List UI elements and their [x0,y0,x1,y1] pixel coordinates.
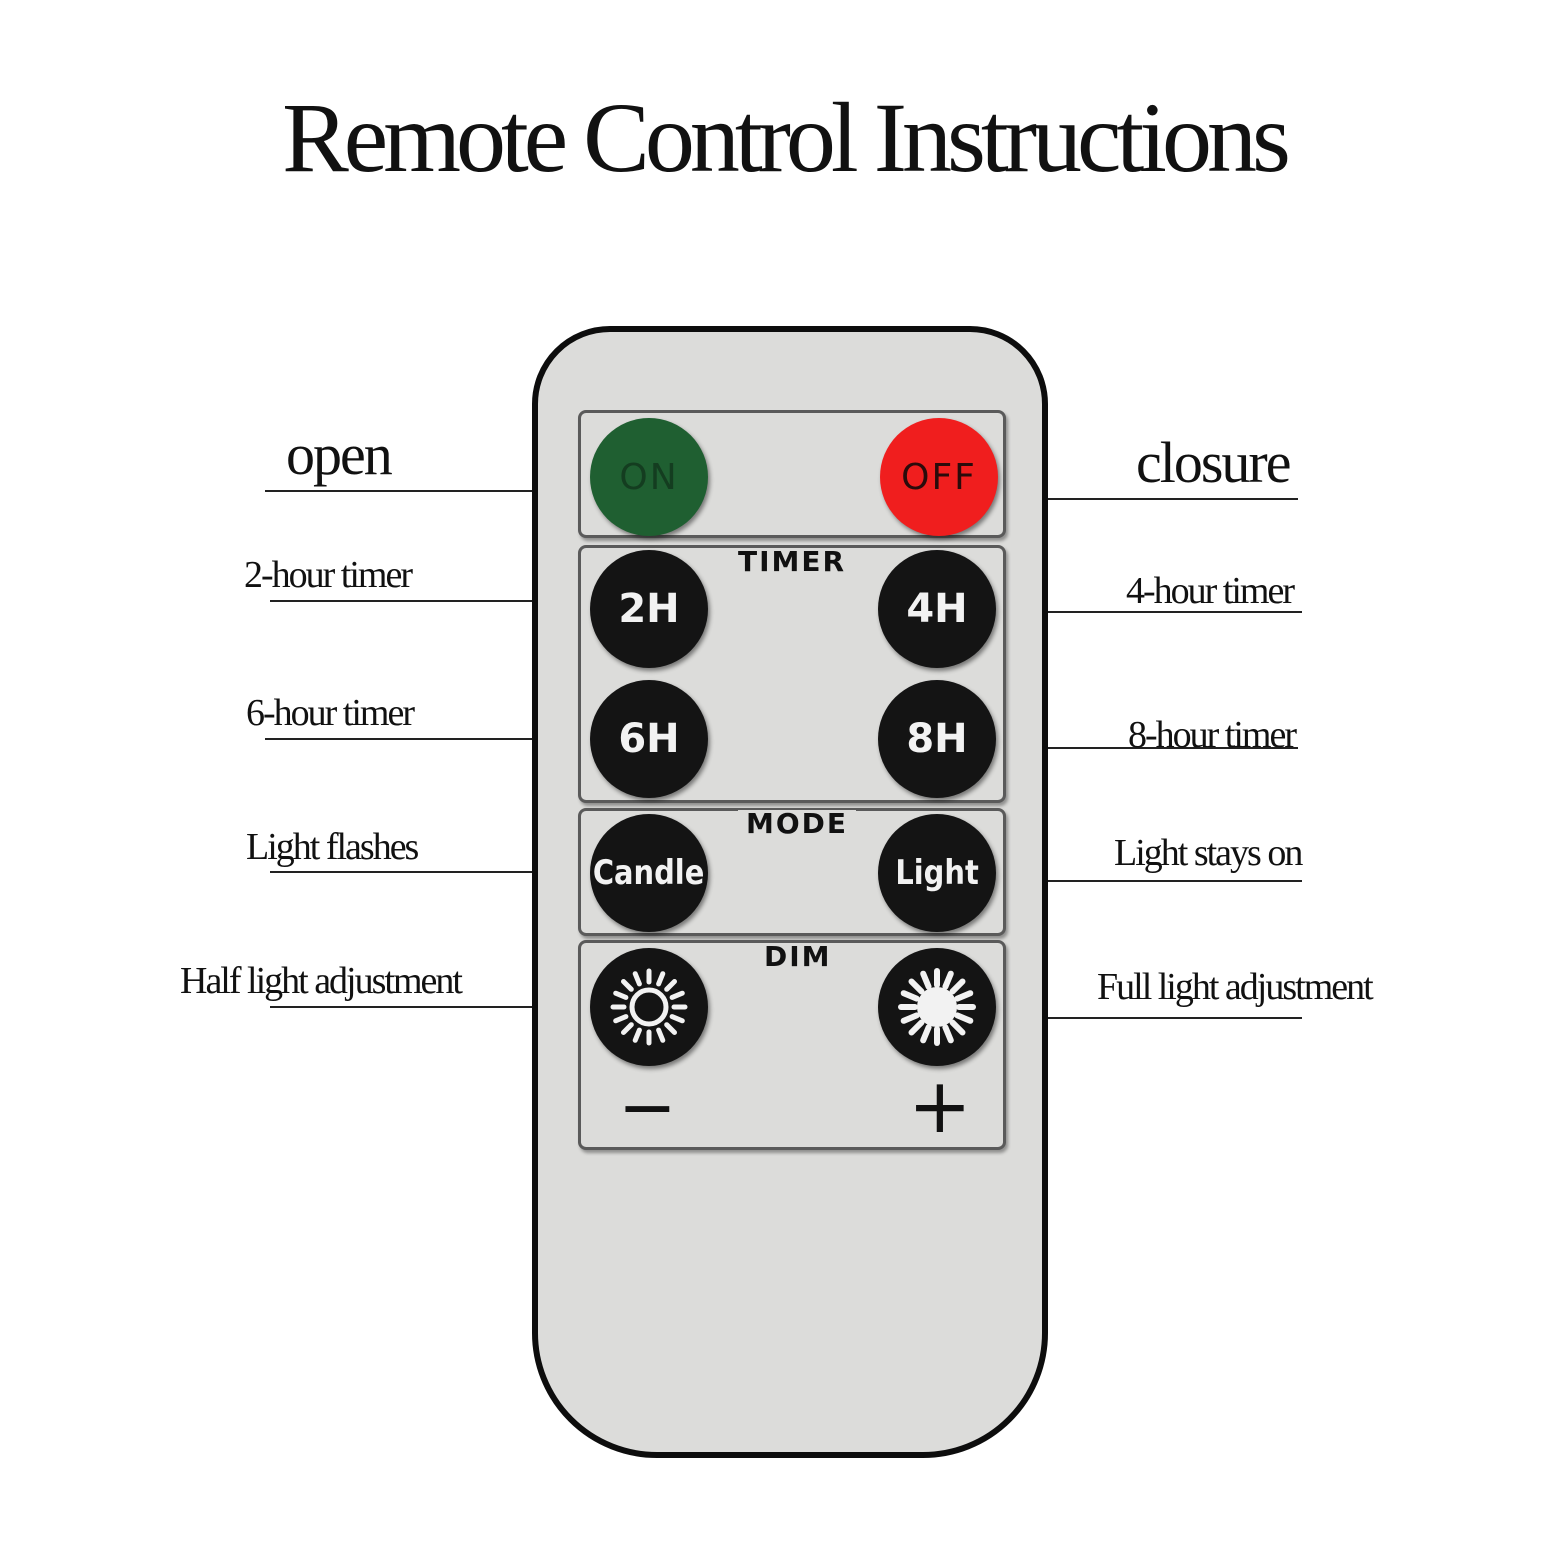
label-2h-timer: 2-hour timer [244,554,413,596]
off-button[interactable]: OFF [880,418,998,536]
label-half-light: Half light adjustment [180,960,463,1002]
light-button[interactable]: Light [878,814,996,932]
sun-outline-icon [610,968,688,1046]
label-6h-timer: 6-hour timer [246,692,415,734]
leader-4h [990,611,1302,613]
dim-up-button[interactable] [878,948,996,1066]
label-full-light: Full light adjustment [1097,966,1374,1008]
leader-2h [270,600,595,602]
timer-4h-button[interactable]: 4H [878,550,996,668]
sun-filled-icon [898,968,976,1046]
mode-section-label: MODE [738,810,857,838]
leader-candle [270,871,595,873]
leader-closure [990,498,1298,500]
candle-button[interactable]: Candle [590,814,708,932]
label-light-stays-on: Light stays on [1114,832,1303,874]
timer-6h-button[interactable]: 6H [590,680,708,798]
minus-symbol: − [618,1066,677,1148]
label-closure: closure [1136,430,1291,495]
candle-button-label: Candle [593,853,705,893]
page-title: Remote Control Instructions [282,82,1291,193]
leader-light [990,880,1302,882]
on-button[interactable]: ON [590,418,708,536]
leader-8h [990,747,1298,749]
leader-6h [265,738,595,740]
label-light-flashes: Light flashes [246,826,419,868]
label-4h-timer: 4-hour timer [1126,570,1295,612]
plus-symbol: + [908,1061,972,1150]
timer-8h-button[interactable]: 8H [878,680,996,798]
dim-section-label: DIM [756,943,840,971]
timer-section-label: TIMER [730,548,855,576]
leader-full [990,1017,1302,1019]
timer-2h-button[interactable]: 2H [590,550,708,668]
label-open: open [286,422,393,487]
leader-half [270,1006,595,1008]
light-button-label: Light [895,853,979,893]
leader-open [265,490,595,492]
label-8h-timer: 8-hour timer [1128,714,1297,756]
dim-down-button[interactable] [590,948,708,1066]
